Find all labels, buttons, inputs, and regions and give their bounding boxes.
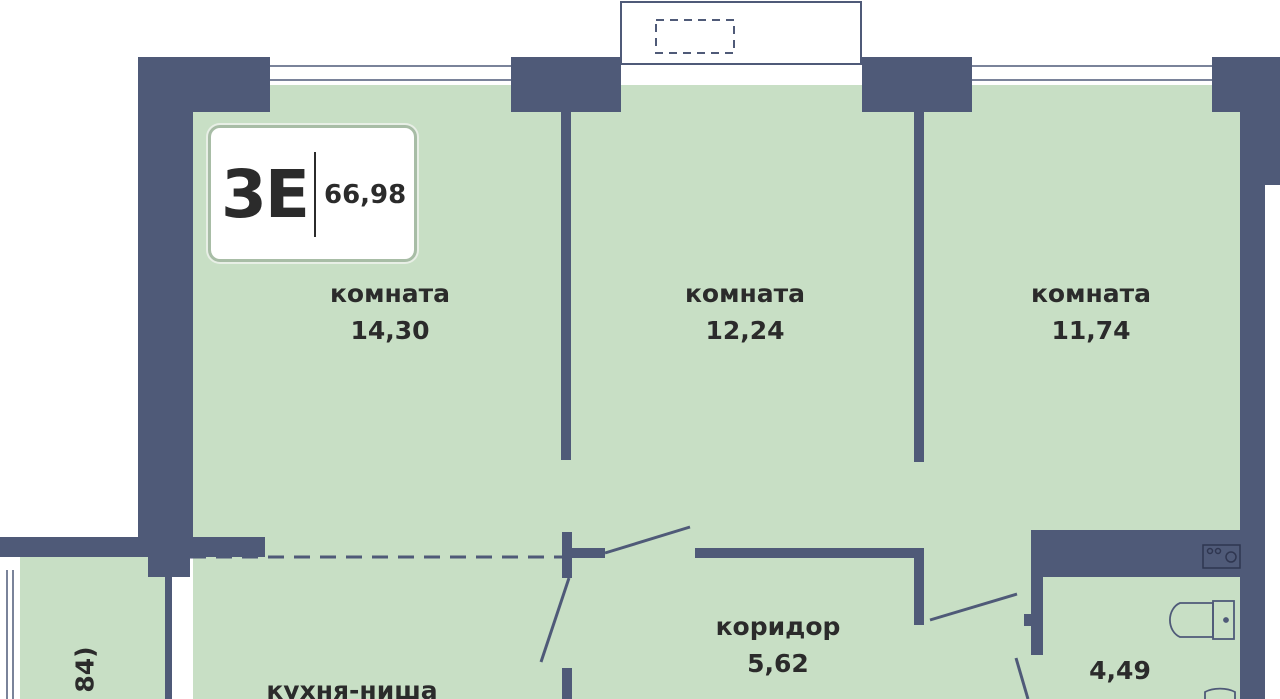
balcony-area-label: 84) [70, 646, 100, 693]
stove-icon [1202, 544, 1241, 569]
room-name: комната [329, 279, 451, 308]
doors [190, 525, 1030, 699]
room-name: кухня-ниша [266, 676, 438, 699]
windows [6, 65, 1212, 699]
apartment-badge: 3E 66,98 [208, 125, 417, 262]
room-label-2: комната 12,24 [685, 275, 805, 349]
room-name: комната [684, 279, 806, 308]
room-label-1: комната 14,30 [330, 275, 450, 349]
toilet-icon [1169, 600, 1236, 699]
corridor-label: коридор 5,62 [716, 608, 841, 682]
room-area: 14,30 [350, 316, 430, 345]
apartment-total-area: 66,98 [324, 180, 407, 210]
room-area: 11,74 [1051, 316, 1131, 345]
bathroom-label: 4,49 [1089, 652, 1151, 689]
walls [0, 57, 1280, 699]
room-label-3: комната 11,74 [1031, 275, 1151, 349]
room-area: 4,49 [1089, 656, 1151, 685]
badge-divider [314, 152, 316, 237]
room-name: коридор [715, 612, 841, 641]
room-area: 12,24 [705, 316, 785, 345]
apartment-code: 3E [221, 156, 310, 233]
room-name: комната [1030, 279, 1152, 308]
kitchen-label: кухня-ниша [266, 672, 437, 699]
floor-area [20, 85, 1240, 699]
room-area: 5,62 [747, 649, 809, 678]
top-balcony [620, 1, 862, 65]
